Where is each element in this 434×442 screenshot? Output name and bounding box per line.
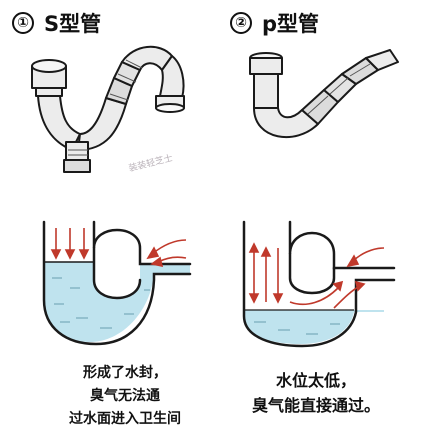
panel-number: ① [12,12,34,34]
caption-line: 形成了水封， [83,365,167,381]
p-trap-cross-section [242,220,396,348]
s-trap-title: ① S型管 [12,8,101,38]
caption-line: 过水面进入卫生间 [69,411,181,427]
panel-number: ② [230,12,252,34]
caption-line: 臭气能直接通过。 [251,396,380,415]
s-trap-title-text: S型管 [44,12,102,36]
caption-line: 臭气无法通 [90,388,160,404]
p-trap-caption: 水位太低， 臭气能直接通过。 [226,368,406,418]
s-trap-cross-section [42,220,192,346]
s-trap-pipe-illustration [31,45,185,173]
s-trap-caption: 形成了水封， 臭气无法通 过水面进入卫生间 [40,362,210,431]
p-trap-title: ② p型管 [230,8,319,38]
p-trap-title-text: p型管 [262,12,320,36]
caption-line: 水位太低， [275,371,356,390]
p-trap-pipe-illustration [249,49,399,138]
